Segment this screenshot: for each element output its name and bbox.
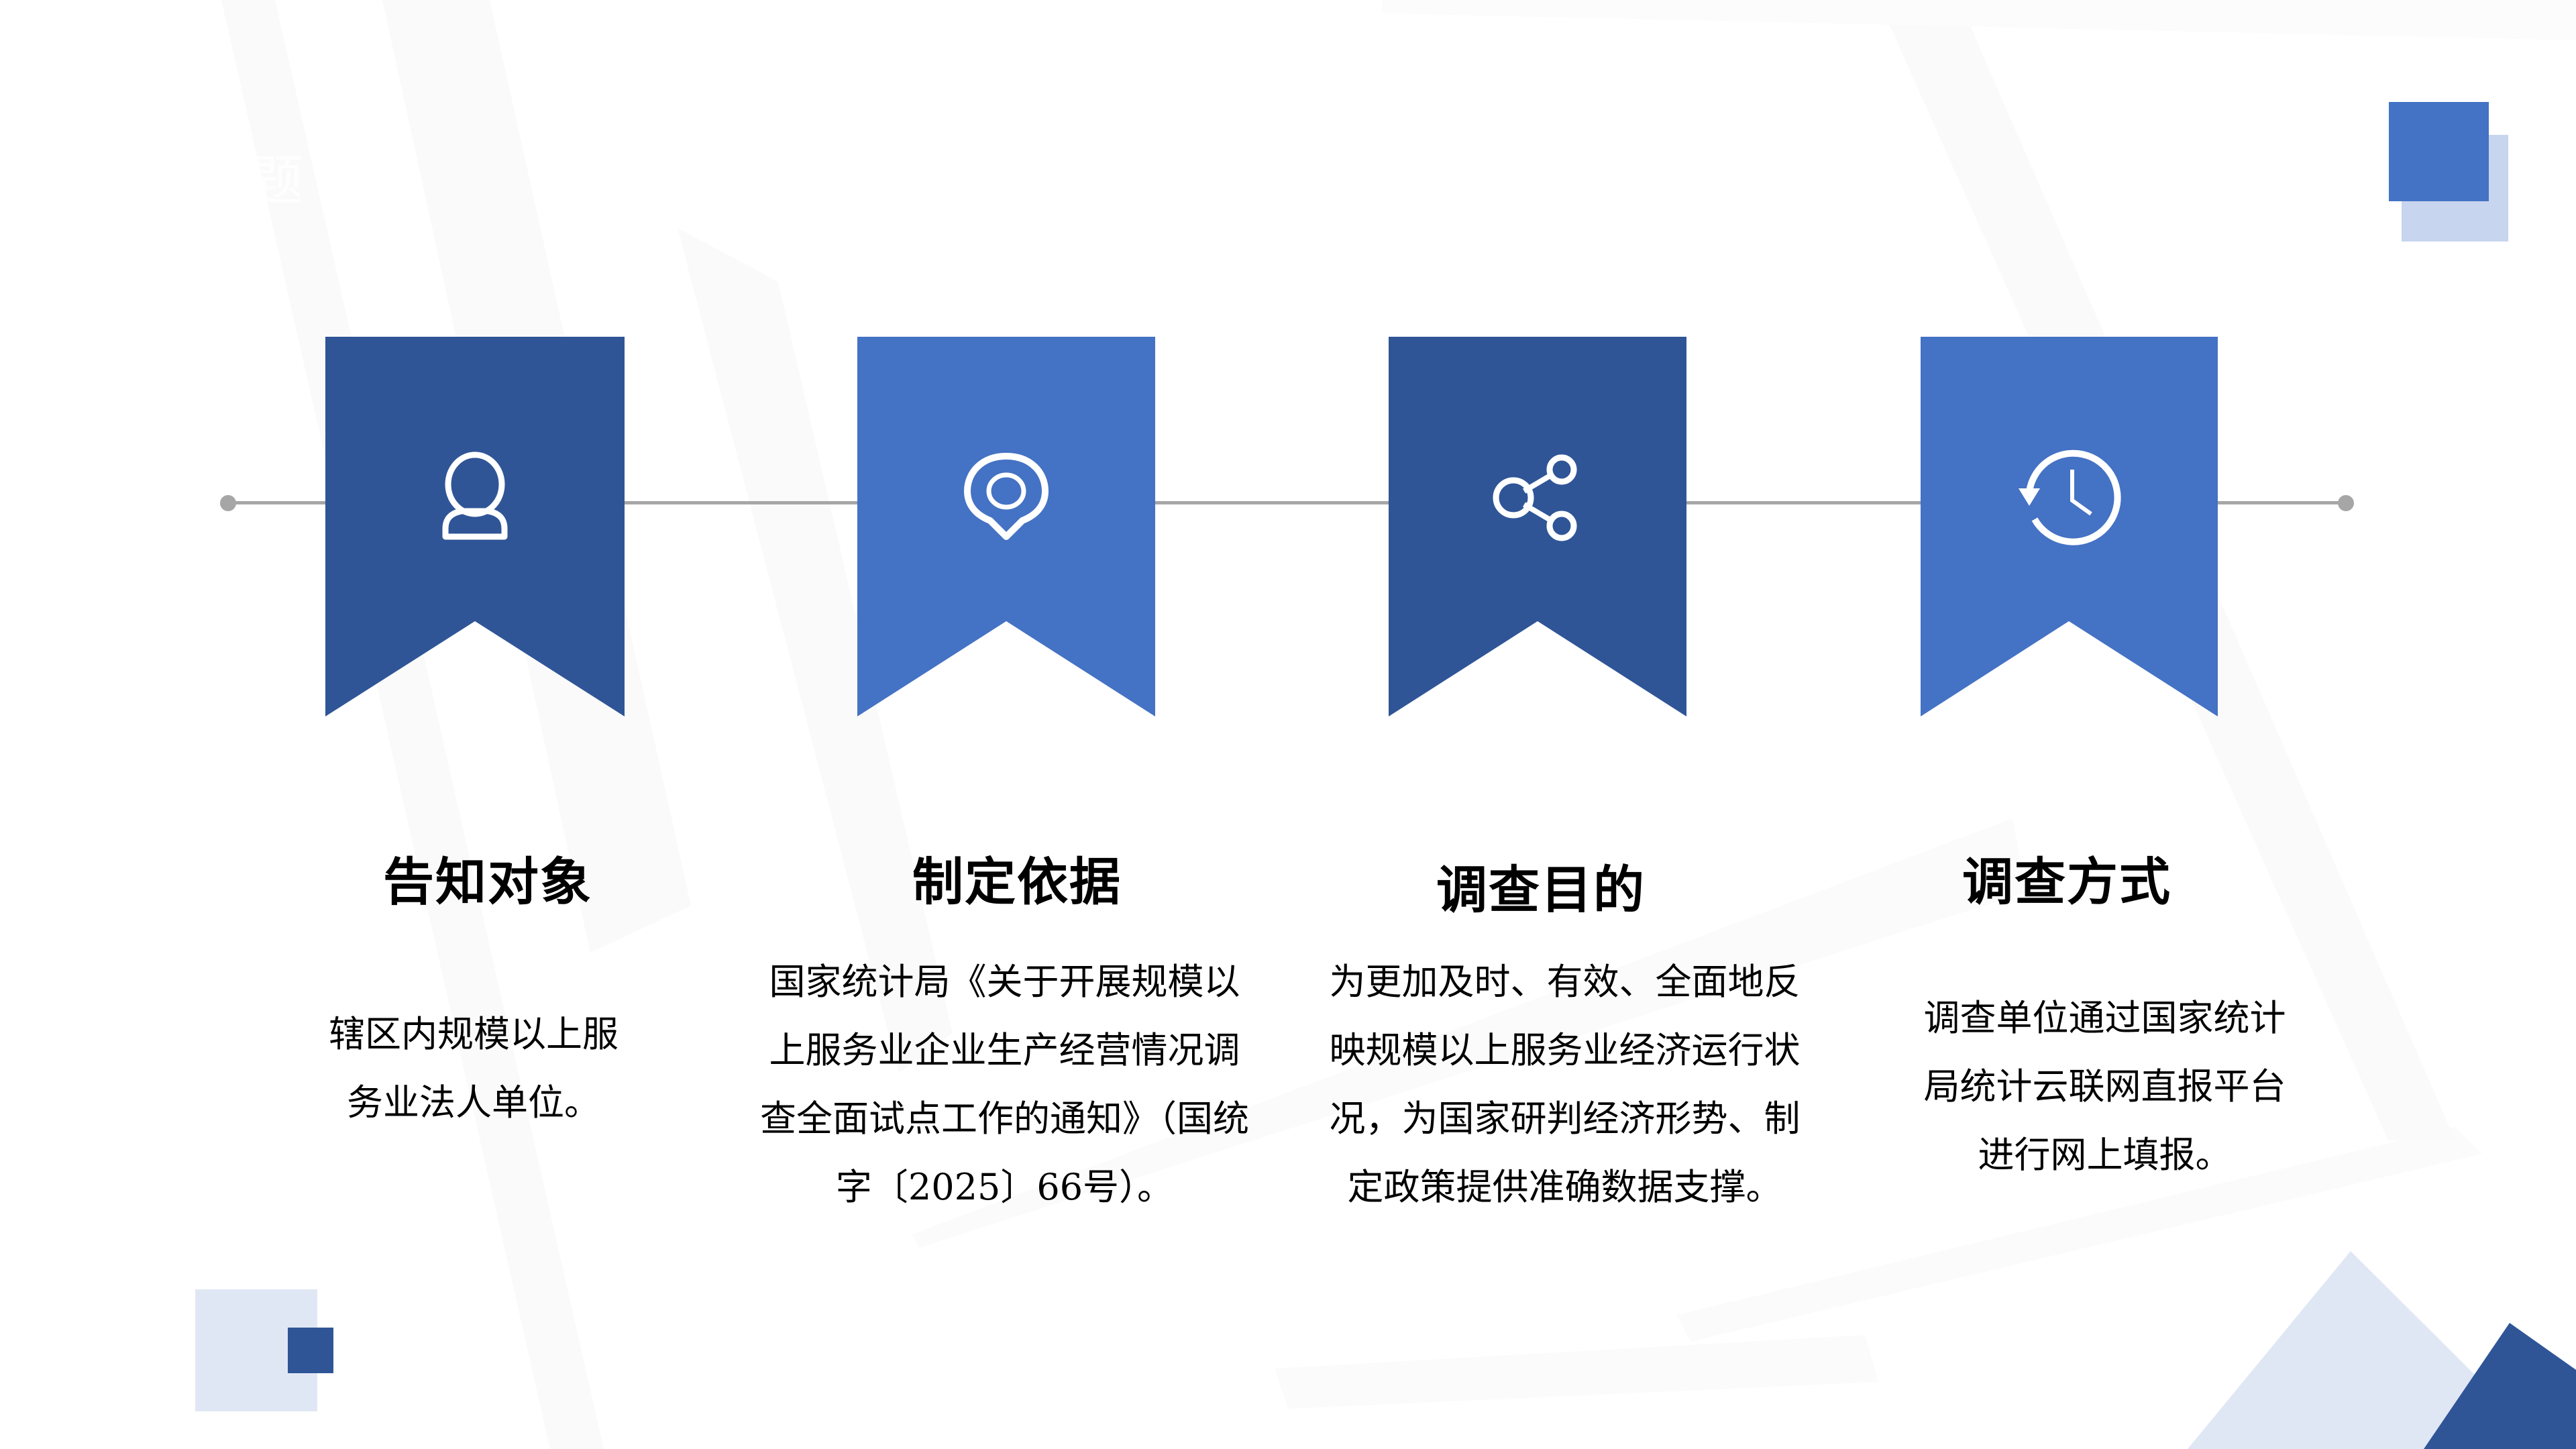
step-banner-4 <box>1921 337 2218 716</box>
banner-shape <box>1389 337 1686 716</box>
banner-shape <box>1921 337 2218 716</box>
person-icon <box>442 451 508 540</box>
timeline-start-dot <box>220 495 236 511</box>
watermark-text: 题 <box>250 150 303 212</box>
step-title-1: 告知对象 <box>383 852 592 912</box>
step-body-3: 为更加及时、有效、全面地反映规模以上服务业经济运行状况，为国家研判经济形势、制定… <box>1329 961 1801 1208</box>
deco-square-dark-bottom-left <box>288 1328 333 1373</box>
step-banner-2 <box>857 337 1155 716</box>
location-pin-icon <box>964 453 1049 540</box>
timeline-end-dot <box>2338 495 2354 511</box>
step-body-1: 辖区内规模以上服务业法人单位。 <box>329 1013 619 1124</box>
timeline-line <box>228 501 2346 504</box>
step-title-2: 制定依据 <box>912 852 1122 912</box>
step-body-2: 国家统计局《关于开展规模以上服务业企业生产经营情况调查全面试点工作的通知》（国统… <box>760 961 1249 1208</box>
deco-square-dark-top-right <box>2389 102 2489 201</box>
step-body-4: 调查单位通过国家统计局统计云联网直报平台进行网上填报。 <box>1923 997 2286 1176</box>
step-title-4: 调查方式 <box>1962 852 2171 912</box>
step-banner-3 <box>1389 337 1686 716</box>
step-title-3: 调查目的 <box>1436 860 1646 920</box>
banner-shape <box>325 337 625 716</box>
share-icon <box>1493 454 1577 541</box>
banner-shape <box>857 337 1155 716</box>
step-banner-1 <box>325 337 625 716</box>
history-clock-icon <box>2018 449 2121 545</box>
